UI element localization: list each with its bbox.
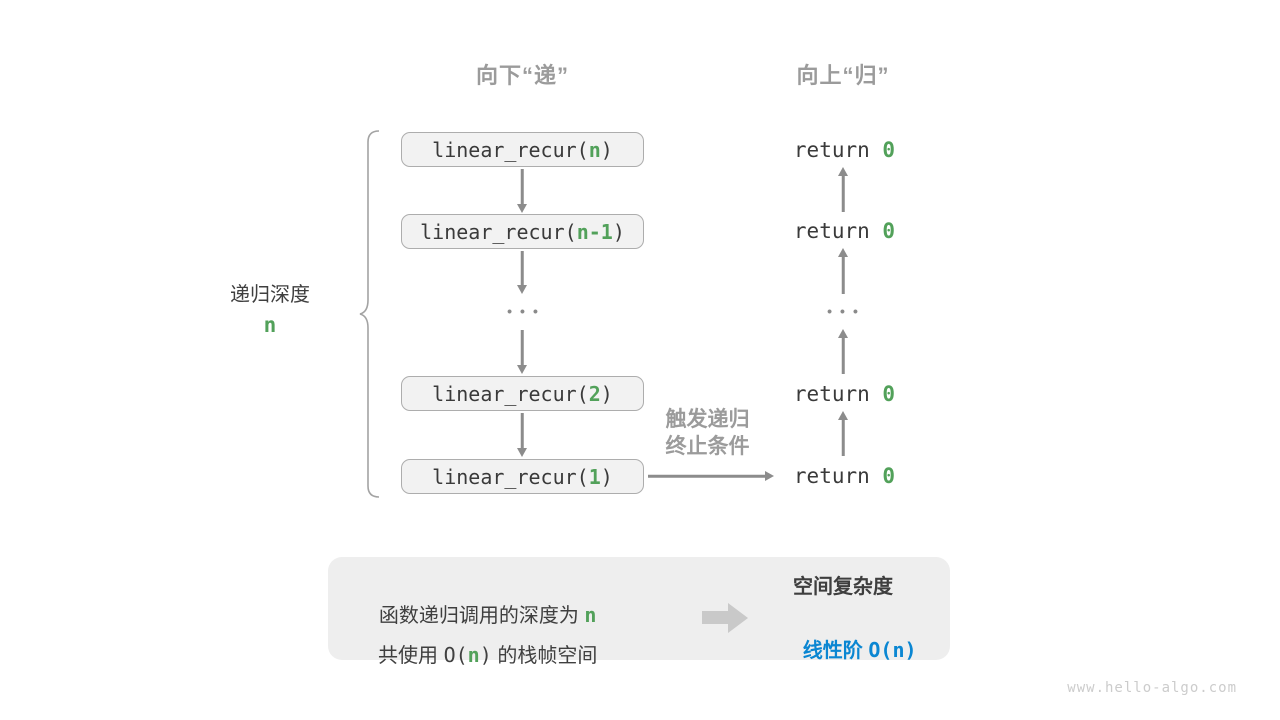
call-box-close: ) (600, 381, 613, 406)
return-statement: return 0 (777, 382, 912, 406)
watermark: www.hello-algo.com (1067, 680, 1237, 696)
return-keyword: return (793, 138, 883, 162)
call-box-arg: 1 (588, 464, 601, 489)
ellipsis-icon: ••• (507, 303, 546, 319)
down-arrow-icon (514, 169, 530, 213)
down-arrow-icon (514, 330, 530, 374)
summary-line-2-value: n (467, 643, 480, 667)
up-arrow-icon (835, 411, 851, 456)
base-case-note-line2: 终止条件 (665, 435, 750, 458)
return-statement: return 0 (777, 138, 912, 162)
call-box-arg: n (588, 137, 601, 162)
space-complexity-value: 线性阶 O(n) (748, 611, 938, 686)
up-arrow-icon (835, 329, 851, 374)
return-statement: return 0 (777, 219, 912, 243)
call-box-close: ) (600, 464, 613, 489)
base-case-note: 触发递归 终止条件 (630, 406, 785, 460)
call-box-text: linear_recur( (432, 381, 589, 406)
return-value: 0 (882, 219, 896, 243)
return-keyword: return (793, 382, 883, 406)
space-complexity-order: 线性阶 (802, 640, 869, 662)
summary-line-2: 共使用 O(n) 的栈帧空间 (337, 616, 605, 691)
space-complexity-title: 空间复杂度 (793, 576, 893, 598)
up-arrow-icon (835, 167, 851, 212)
block-arrow-icon (702, 611, 728, 624)
summary-line-1: 函数递归调用的深度为 n (337, 576, 605, 651)
call-box-text: linear_recur( (432, 464, 589, 489)
return-value: 0 (882, 382, 896, 406)
summary-panel: 函数递归调用的深度为 n 共使用 O(n) 的栈帧空间 空间复杂度 线性阶 O(… (328, 557, 950, 667)
down-arrow-icon (514, 413, 530, 457)
right-arrow-icon (648, 468, 774, 484)
return-value: 0 (882, 464, 896, 488)
down-arrow-icon (514, 251, 530, 294)
call-box-n-1: linear_recur(n-1) (401, 214, 644, 249)
summary-line-1-value: n (584, 603, 597, 627)
call-box-2: linear_recur(2) (401, 376, 644, 411)
call-box-close: ) (600, 137, 613, 162)
return-keyword: return (793, 219, 883, 243)
brace-icon (359, 130, 380, 498)
call-box-arg: 2 (588, 381, 601, 406)
return-statement: return 0 (777, 464, 912, 488)
column-header-descend: 向下“递” (475, 63, 569, 88)
return-value: 0 (882, 138, 896, 162)
column-header-ascend: 向上“归” (796, 63, 890, 88)
return-keyword: return (793, 464, 883, 488)
summary-line-2-code-close: ) (479, 643, 492, 667)
base-case-note-line1: 触发递归 (665, 408, 750, 431)
call-box-arg: n-1 (576, 219, 613, 244)
call-box-text: linear_recur( (432, 137, 589, 162)
call-box-n: linear_recur(n) (401, 132, 644, 167)
up-arrow-icon (835, 248, 851, 294)
recursion-depth-value: n (263, 313, 277, 337)
summary-line-1-text: 函数递归调用的深度为 (378, 605, 585, 627)
summary-line-2-post: 的栈帧空间 (491, 645, 598, 667)
ellipsis-icon: ••• (827, 303, 866, 319)
block-arrow-head-icon (728, 603, 748, 633)
space-complexity-notation: O(n) (868, 638, 917, 662)
call-box-close: ) (612, 219, 625, 244)
summary-line-2-code: O( (443, 643, 468, 667)
summary-line-2-pre: 共使用 (378, 645, 444, 667)
recursion-depth-label: 递归深度 (230, 284, 310, 306)
call-box-text: linear_recur( (420, 219, 577, 244)
call-box-1: linear_recur(1) (401, 459, 644, 494)
